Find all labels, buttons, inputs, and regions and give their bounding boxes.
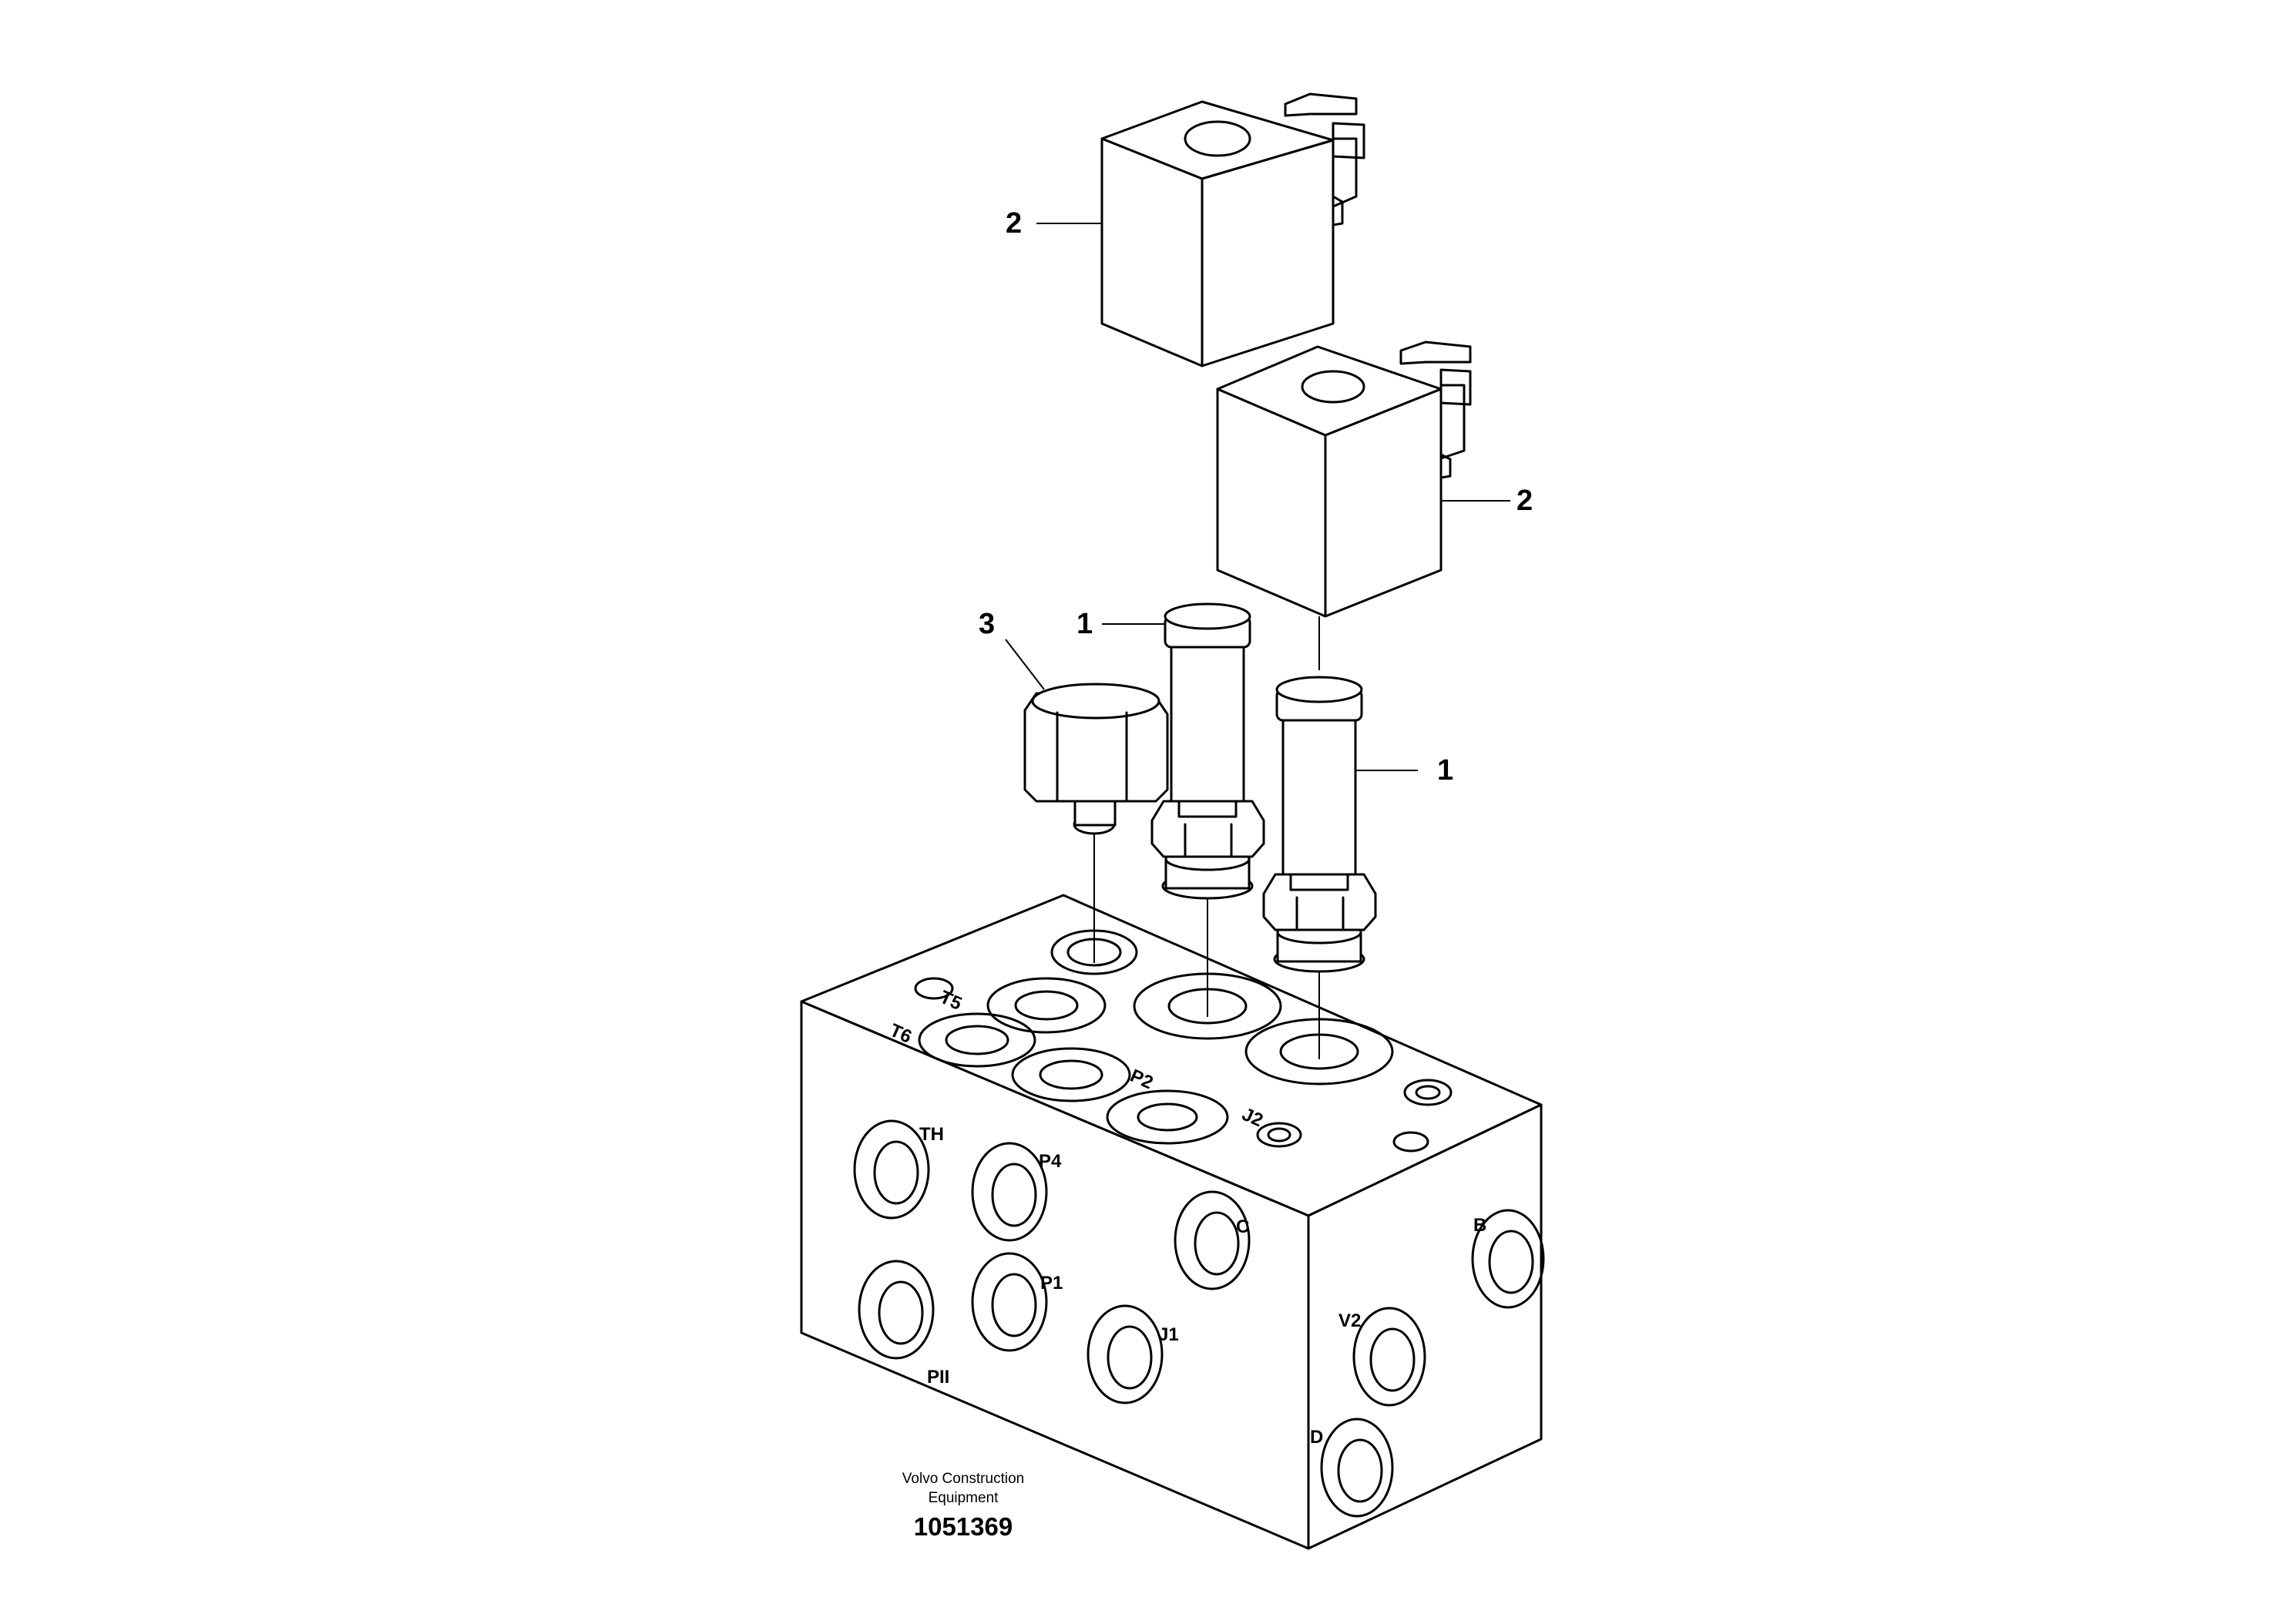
port-label-v2: V2 — [1338, 1310, 1361, 1331]
port-label-j1: J1 — [1158, 1324, 1179, 1345]
coil-lower-right — [1324, 388, 1443, 618]
coil-upper-right — [1201, 139, 1335, 367]
callout-leaders — [1005, 223, 1510, 771]
valve-block-right-face — [1307, 1103, 1543, 1550]
coil-upper-left — [1100, 137, 1204, 367]
cartridge-right-part-1 — [1262, 676, 1377, 973]
callout-cartridge-left: 1 — [1076, 608, 1093, 640]
right-face-ports — [1320, 1209, 1545, 1518]
footer-title-block: Volvo Construction Equipment 1051369 — [902, 1471, 1024, 1541]
coil-lower-part-2 — [1216, 341, 1472, 618]
callout-cartridge-right: 1 — [1437, 754, 1453, 787]
footer-drawing-number: 1051369 — [914, 1512, 1013, 1541]
callout-coil-lower: 2 — [1516, 485, 1533, 517]
port-label-p4: P4 — [1039, 1151, 1062, 1172]
port-label-pii: PII — [927, 1367, 949, 1387]
coil-upper-part-2 — [1100, 92, 1365, 367]
footer-company-line1: Volvo Construction — [902, 1471, 1024, 1487]
callout-coil-upper: 2 — [1006, 207, 1022, 240]
assembly-center-lines — [1093, 616, 1320, 1059]
port-label-d: D — [1310, 1427, 1323, 1448]
port-label-b: B — [1473, 1215, 1486, 1236]
port-label-th: TH — [919, 1124, 944, 1145]
callout-plug: 3 — [979, 608, 995, 640]
valve-block: T5 T6 P2 J2 TH P4 C P1 J1 PII B V2 D — [800, 894, 1545, 1550]
port-label-p1: P1 — [1040, 1273, 1063, 1293]
cartridge-left-part-1 — [1150, 602, 1265, 900]
port-label-c: C — [1236, 1216, 1249, 1237]
left-face-ports — [853, 1119, 1251, 1404]
footer-company-line2: Equipment — [929, 1490, 999, 1506]
plug-part-3 — [1023, 683, 1169, 835]
